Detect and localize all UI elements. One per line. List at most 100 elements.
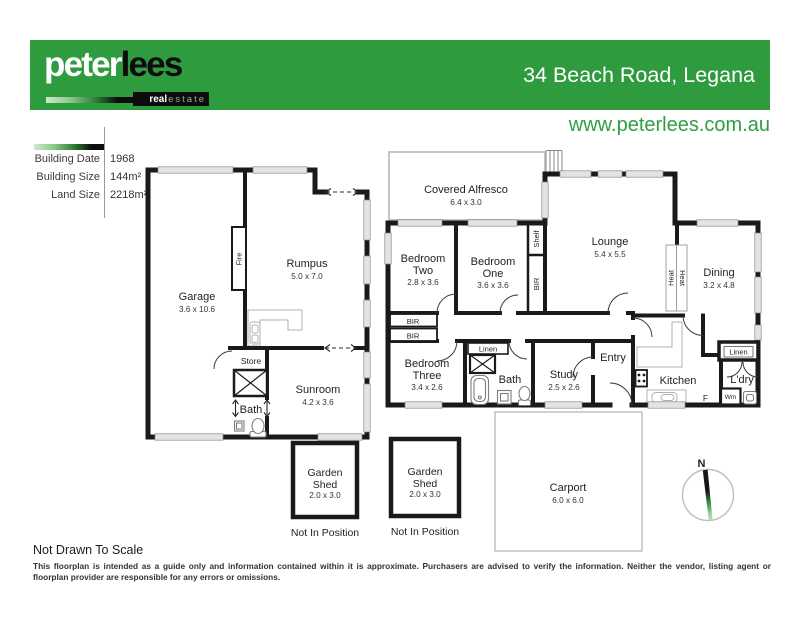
info-label: Building Size [36, 171, 100, 183]
opening-arrows [232, 188, 359, 418]
shed-dims: 2.0 x 3.0 [409, 490, 441, 499]
info-label: Land Size [51, 189, 100, 201]
room-name: Two [413, 265, 433, 277]
logo-peter: peter [44, 45, 122, 84]
stair-void-box-1 [232, 368, 269, 398]
label-fireplace: Fire [235, 253, 244, 266]
room-label-carport: Carport 6.0 x 6.0 [550, 482, 587, 505]
toilet-bath1 [249, 417, 267, 438]
shelf-column-walls [526, 221, 547, 315]
room-label-kitchen: Kitchen [660, 375, 697, 387]
logo-lees: lees [120, 45, 184, 84]
room-name: Sunroom [296, 384, 341, 396]
room-label-lounge: Lounge 5.4 x 5.5 [592, 236, 629, 259]
room-name: Study [550, 369, 579, 381]
logo-estate: estate [168, 93, 206, 105]
room-name: Bedroom [471, 256, 516, 268]
room-dims: 3.2 x 4.8 [703, 281, 735, 290]
room-dims: 2.8 x 3.6 [407, 278, 439, 287]
compass-needle [702, 469, 713, 521]
room-name: Three [413, 370, 442, 382]
room-dims: 5.0 x 7.0 [291, 272, 323, 281]
label-heat-2: Heat [678, 270, 687, 287]
property-address: 34 Beach Road, Legana [523, 62, 755, 87]
room-label-sunroom: Sunroom 4.2 x 3.6 [296, 384, 341, 407]
room-name: Garage [179, 291, 216, 303]
label-bir-column: BIR [532, 277, 541, 290]
disclaimer-text: This floorplan is intended as a guide on… [33, 561, 771, 582]
room-label-ldry: L'dry [730, 374, 754, 386]
room-name: Bedroom [405, 358, 450, 370]
shed-dims: 2.0 x 3.0 [309, 491, 341, 500]
room-label-store: Store [241, 356, 262, 366]
label-washing-machine: Wm [725, 394, 737, 401]
room-name: One [483, 268, 504, 280]
info-gradient-rule [34, 144, 104, 150]
label-bir-1: BIR [407, 317, 420, 326]
room-label-bedroom-one: Bedroom One 3.6 x 3.6 [471, 256, 516, 290]
room-label-bath1: Bath [240, 404, 263, 416]
label-heat-1: Heat [667, 269, 676, 286]
shed-name: Shed [413, 478, 438, 490]
label-shelf: Shelf [532, 230, 541, 248]
bir-closets [389, 313, 438, 342]
shed-name: Garden [407, 466, 442, 478]
brand-logo: peterlees [44, 45, 184, 85]
website-link[interactable]: www.peterlees.com.au [568, 114, 770, 136]
info-value: 2218m² [110, 189, 148, 201]
shed-name: Garden [307, 467, 342, 479]
kitchen-counters [636, 321, 687, 405]
room-dims: 5.4 x 5.5 [594, 250, 626, 259]
shed-name: Shed [313, 479, 338, 491]
info-label: Building Date [34, 153, 100, 165]
room-label-entry: Entry [600, 352, 626, 364]
info-row-building-size: Building Size 144m² [0, 168, 160, 186]
room-name: Covered Alfresco [424, 184, 508, 196]
room-name: Carport [550, 482, 587, 494]
room-label-alfresco: Covered Alfresco 6.4 x 3.0 [424, 184, 508, 207]
linen-void-box [468, 353, 497, 375]
label-bir-2: BIR [407, 332, 420, 341]
room-dims: 4.2 x 3.6 [302, 398, 334, 407]
info-row-land-size: Land Size 2218m² [0, 186, 160, 204]
logo-real: real [149, 93, 168, 105]
label-linen-ldry: Linen [729, 348, 747, 357]
room-dims: 3.6 x 10.6 [179, 305, 215, 314]
rumpus-kitchenette [247, 309, 303, 347]
windows [154, 166, 762, 441]
door-arcs [213, 292, 759, 406]
info-value: 144m² [110, 171, 142, 183]
compass: N [681, 458, 735, 522]
room-name: Bedroom [401, 253, 446, 265]
steps [545, 150, 563, 173]
logo-gradient-rule [46, 97, 133, 103]
compass-circle [681, 468, 735, 522]
heater-unit [665, 244, 688, 312]
shed-note-1: Not In Position [291, 527, 359, 539]
info-divider-line [104, 127, 105, 218]
room-label-rumpus: Rumpus 5.0 x 7.0 [287, 258, 328, 281]
room-dims: 3.4 x 2.6 [411, 383, 443, 392]
info-value: 1968 [110, 153, 135, 165]
shed-note-2: Not In Position [391, 526, 459, 538]
room-name: Lounge [592, 236, 629, 248]
room-label-garage: Garage 3.6 x 10.6 [179, 291, 216, 314]
cooktop [634, 369, 648, 388]
laundry-tub [742, 390, 758, 405]
room-name: Rumpus [287, 258, 328, 270]
building-info-table: Building Date 1968 Building Size 144m² L… [0, 150, 160, 204]
garden-shed-2: Garden Shed 2.0 x 3.0 [388, 436, 462, 519]
room-label-study: Study 2.5 x 2.6 [548, 369, 580, 392]
room-dims: 3.6 x 3.6 [477, 281, 509, 290]
room-label-bedroom-three: Bedroom Three 3.4 x 2.6 [405, 358, 450, 392]
basin-bath1 [233, 420, 245, 432]
carport-outline [494, 411, 643, 552]
room-dims: 6.0 x 6.0 [552, 496, 584, 505]
toilet-bath2 [517, 385, 532, 407]
room-label-dining: Dining 3.2 x 4.8 [703, 267, 735, 290]
room-name: Dining [703, 267, 734, 279]
info-row-building-date: Building Date 1968 [0, 150, 160, 168]
